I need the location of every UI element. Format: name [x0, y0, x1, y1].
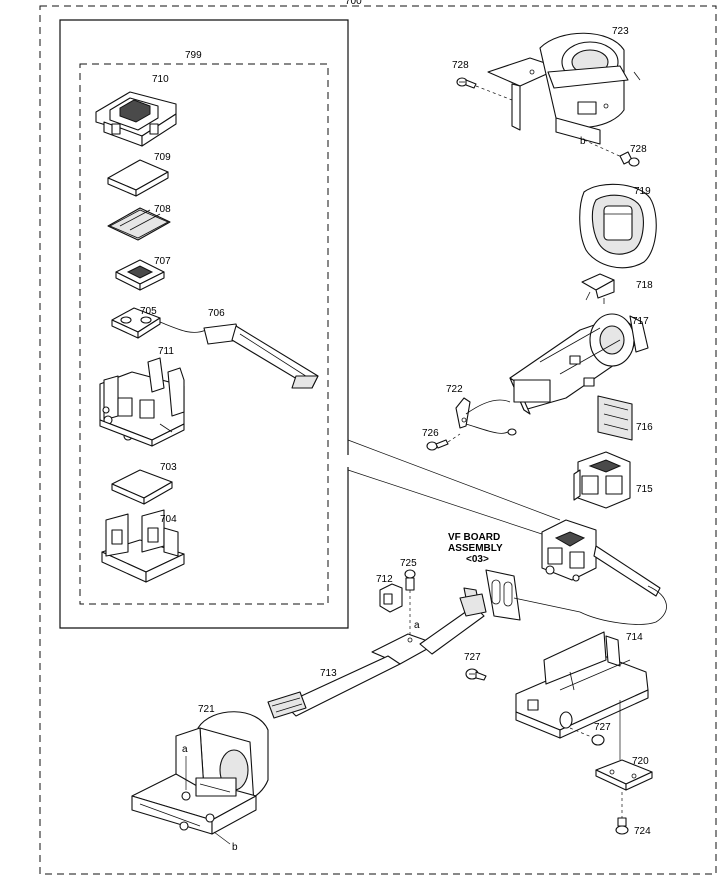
label-722: 722 — [446, 384, 463, 395]
sub-assembly-frame — [59, 19, 349, 629]
label-717: 717 — [632, 316, 649, 327]
label-708: 708 — [154, 204, 171, 215]
vf-board-block — [541, 519, 667, 625]
label-716: 716 — [636, 422, 653, 433]
vf-board-line1: VF BOARD — [448, 532, 500, 543]
part-720 — [595, 700, 653, 791]
vf-board-line2: ASSEMBLY — [448, 543, 503, 554]
screw-727-bottom — [569, 727, 605, 746]
part-709 — [107, 159, 169, 197]
label-719: 719 — [634, 186, 651, 197]
part-721 — [131, 711, 269, 835]
sub-assembly-label: 799 — [185, 50, 202, 61]
vf-board-label: VF BOARD ASSEMBLY <03> — [448, 532, 503, 565]
assembly-number-label: 700 — [345, 0, 362, 7]
part-712 — [379, 583, 403, 613]
part-711 — [99, 357, 185, 447]
part-718 — [581, 273, 615, 304]
label-727-top: 727 — [464, 652, 481, 663]
screw-725 — [404, 569, 416, 636]
screw-726 — [426, 433, 461, 451]
point-b-top: b — [580, 136, 586, 147]
part-723 — [487, 32, 641, 145]
part-704 — [101, 509, 185, 583]
label-705: 705 — [140, 306, 157, 317]
label-718: 718 — [636, 280, 653, 291]
label-714: 714 — [626, 632, 643, 643]
label-728-right: 728 — [630, 144, 647, 155]
sub-assembly-leader-lines — [347, 439, 561, 541]
label-725: 725 — [400, 558, 417, 569]
screw-728-right — [583, 139, 640, 167]
part-710 — [95, 91, 177, 147]
part-713 — [267, 593, 487, 719]
screw-728-top — [456, 77, 513, 101]
label-728-top: 728 — [452, 60, 469, 71]
label-710: 710 — [152, 74, 169, 85]
part-706 — [203, 323, 319, 389]
part-715 — [573, 451, 631, 509]
label-713: 713 — [320, 668, 337, 679]
label-712: 712 — [376, 574, 393, 585]
label-711: 711 — [158, 346, 174, 357]
label-715: 715 — [636, 484, 653, 495]
part-714 — [515, 631, 649, 739]
label-720: 720 — [632, 756, 649, 767]
outer-assembly-frame — [39, 5, 717, 875]
label-721: 721 — [198, 704, 215, 715]
label-709: 709 — [154, 152, 171, 163]
part-705 — [111, 307, 207, 339]
label-706: 706 — [208, 308, 225, 319]
point-a-middle: a — [414, 620, 420, 631]
part-716 — [597, 395, 633, 441]
part-722 — [455, 397, 517, 436]
part-708 — [107, 207, 171, 241]
vf-board-pcb — [463, 569, 581, 621]
point-b-bottom: b — [232, 842, 238, 853]
label-703: 703 — [160, 462, 177, 473]
label-726: 726 — [422, 428, 439, 439]
part-703 — [111, 469, 173, 505]
label-723: 723 — [612, 26, 629, 37]
label-727-bottom: 727 — [594, 722, 611, 733]
point-a-bottom: a — [182, 744, 188, 755]
label-704: 704 — [160, 514, 177, 525]
label-724: 724 — [634, 826, 651, 837]
screw-727-top — [465, 668, 487, 681]
screw-724 — [615, 792, 629, 835]
label-707: 707 — [154, 256, 171, 267]
part-719 — [579, 183, 657, 269]
vf-board-line3: <03> — [466, 554, 489, 565]
part-717 — [509, 313, 649, 415]
part-707 — [115, 259, 165, 291]
